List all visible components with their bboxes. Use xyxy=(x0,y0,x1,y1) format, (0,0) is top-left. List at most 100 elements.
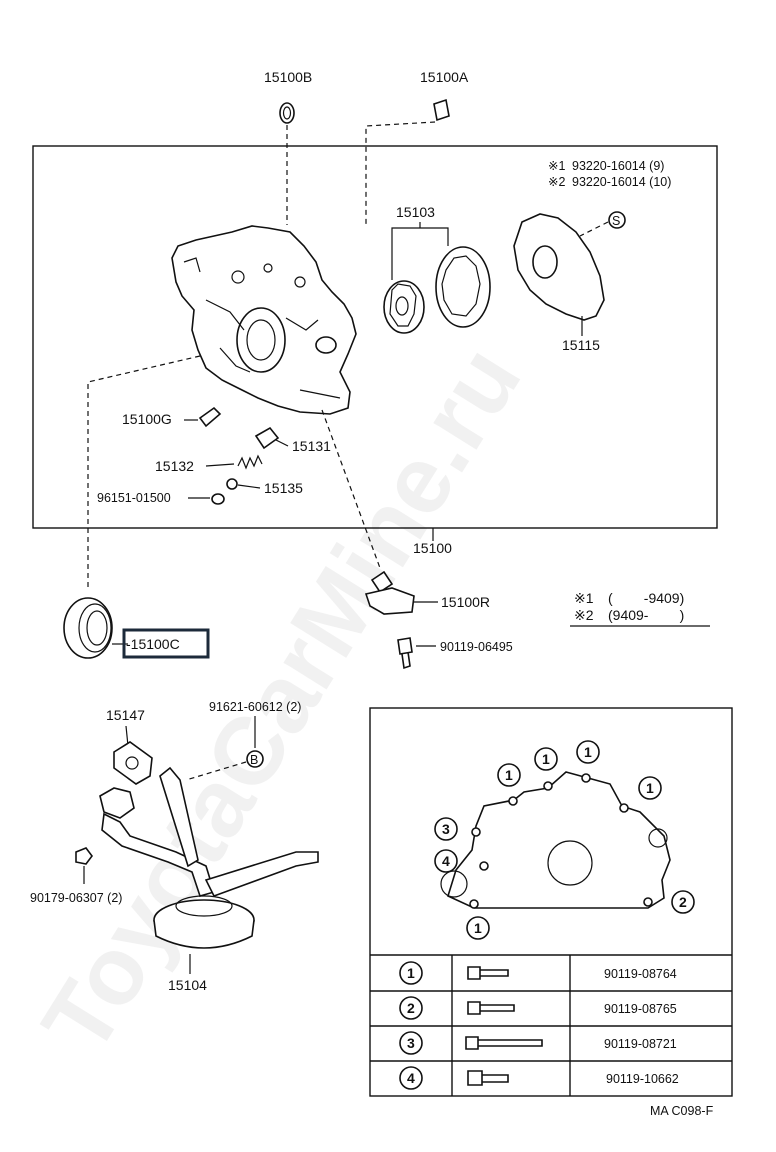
gasket-15147[interactable] xyxy=(113,741,153,785)
svg-text:4: 4 xyxy=(442,853,450,869)
pos-marker-1c[interactable]: 1 xyxy=(576,740,600,764)
oil-strainer-15104[interactable] xyxy=(99,766,319,949)
b-symbol-text: B xyxy=(250,753,258,767)
outer-rotor[interactable] xyxy=(435,246,491,328)
leader-15132 xyxy=(205,463,235,467)
label-15100A[interactable]: 15100A xyxy=(420,69,469,85)
table-row[interactable]: 2 90119-08765 xyxy=(399,996,677,1020)
leader-15131 xyxy=(275,439,289,447)
o-ring-15100B-inner xyxy=(282,106,292,120)
pos-marker-1b[interactable]: 1 xyxy=(534,747,558,771)
s-symbol-text: S xyxy=(612,214,620,228)
spring-15132[interactable] xyxy=(237,454,263,470)
leader-body-left xyxy=(87,355,201,590)
sensor-15100R[interactable] xyxy=(364,570,415,615)
pos-marker-4[interactable]: 4 xyxy=(434,849,458,873)
b-symbol[interactable] xyxy=(246,750,264,768)
label-15100[interactable]: 15100 xyxy=(413,540,452,556)
plug-15135[interactable] xyxy=(226,478,238,490)
label-15132[interactable]: 15132 xyxy=(155,458,194,474)
leader-15135 xyxy=(237,484,261,489)
date-r2-range: (9409- ) xyxy=(608,607,684,623)
pos-marker-1a[interactable]: 1 xyxy=(497,763,521,787)
row-num: 4 xyxy=(407,1070,415,1086)
date-r1-mark: ※1 xyxy=(574,590,594,606)
table-row[interactable]: 1 90119-08764 xyxy=(399,961,677,985)
row-part: 90119-08764 xyxy=(604,967,677,981)
bolt-icon xyxy=(465,1036,543,1050)
bolt-position-frame xyxy=(369,707,733,1097)
label-15100G[interactable]: 15100G xyxy=(122,411,172,427)
leader-s xyxy=(579,221,609,237)
label-15103[interactable]: 15103 xyxy=(396,204,435,220)
label-15115[interactable]: 15115 xyxy=(562,337,600,353)
bolt-icon xyxy=(467,1070,509,1086)
row-num: 1 xyxy=(407,965,415,981)
leader-body-down xyxy=(321,409,381,569)
s-symbol[interactable] xyxy=(608,211,626,229)
label-15100B[interactable]: 15100B xyxy=(264,69,312,85)
svg-text:1: 1 xyxy=(505,767,513,783)
pos-marker-2[interactable]: 2 xyxy=(671,890,695,914)
label-15131[interactable]: 15131 xyxy=(292,438,331,454)
note-s1-part[interactable]: 93220-16014 (9) xyxy=(572,159,664,173)
bolt-icon xyxy=(467,966,509,980)
row-num: 3 xyxy=(407,1035,415,1051)
leader-15100A xyxy=(365,121,436,225)
bolt-table xyxy=(370,954,732,1096)
cover-outline xyxy=(447,771,671,909)
svg-text:2: 2 xyxy=(679,894,687,910)
table-row[interactable]: 4 90119-10662 xyxy=(399,1066,679,1090)
cover-lobe-right xyxy=(648,828,668,848)
pos-marker-1d[interactable]: 1 xyxy=(638,776,662,800)
gasket-15147-hole xyxy=(125,756,139,770)
leader-b xyxy=(185,761,247,781)
svg-text:1: 1 xyxy=(542,751,550,767)
oil-seal-15100C[interactable] xyxy=(63,597,113,659)
label-91621[interactable]: 91621-60612 (2) xyxy=(209,700,301,714)
highlight-15100C[interactable] xyxy=(122,628,210,659)
label-15135[interactable]: 15135 xyxy=(264,480,303,496)
table-row[interactable]: 3 90119-08721 xyxy=(399,1031,677,1055)
cover-lobe-left xyxy=(440,870,468,898)
date-r1-range: ( -9409) xyxy=(608,590,684,606)
note-s1-mark: ※1 xyxy=(548,159,565,173)
label-15100R[interactable]: 15100R xyxy=(441,594,490,610)
bracket-15103 xyxy=(391,222,449,280)
o-ring-15100B[interactable] xyxy=(279,102,295,124)
label-96151[interactable]: 96151-01500 xyxy=(97,491,171,505)
pos-marker-1e[interactable]: 1 xyxy=(466,916,490,940)
diagram-code: MA C098-F xyxy=(650,1104,714,1118)
note-s2-part[interactable]: 93220-16014 (10) xyxy=(572,175,671,189)
row-num: 2 xyxy=(407,1000,415,1016)
label-90179[interactable]: 90179-06307 (2) xyxy=(30,891,122,905)
svg-text:1: 1 xyxy=(584,744,592,760)
label-90119-06495[interactable]: 90119-06495 xyxy=(440,640,513,654)
label-15147[interactable]: 15147 xyxy=(106,707,145,723)
pin-15100A[interactable] xyxy=(433,98,450,122)
date-r2-mark: ※2 xyxy=(574,607,594,623)
svg-text:3: 3 xyxy=(442,821,450,837)
pos-marker-3[interactable]: 3 xyxy=(434,817,458,841)
label-15100C[interactable]: -15100C xyxy=(126,636,180,652)
row-part: 90119-08765 xyxy=(604,1002,677,1016)
main-assembly-frame xyxy=(32,145,718,529)
note-s2-mark: ※2 xyxy=(548,175,565,189)
cover-bolt-holes xyxy=(469,773,653,909)
svg-text:1: 1 xyxy=(646,780,654,796)
inner-rotor[interactable] xyxy=(383,280,425,334)
bolt-90119-06495[interactable] xyxy=(397,637,413,670)
cover-bore xyxy=(547,840,593,886)
nut-90179[interactable] xyxy=(75,847,93,865)
plug-15100G[interactable] xyxy=(198,406,222,428)
snap-ring-96151[interactable] xyxy=(211,493,225,505)
row-part: 90119-10662 xyxy=(606,1072,679,1086)
relief-valve-15131[interactable] xyxy=(254,426,280,450)
pump-cover-15115[interactable] xyxy=(513,213,605,321)
svg-text:1: 1 xyxy=(474,920,482,936)
row-part: 90119-08721 xyxy=(604,1037,677,1051)
label-15104[interactable]: 15104 xyxy=(168,977,207,993)
oil-pump-body[interactable] xyxy=(171,225,357,415)
bolt-icon xyxy=(467,1001,515,1015)
